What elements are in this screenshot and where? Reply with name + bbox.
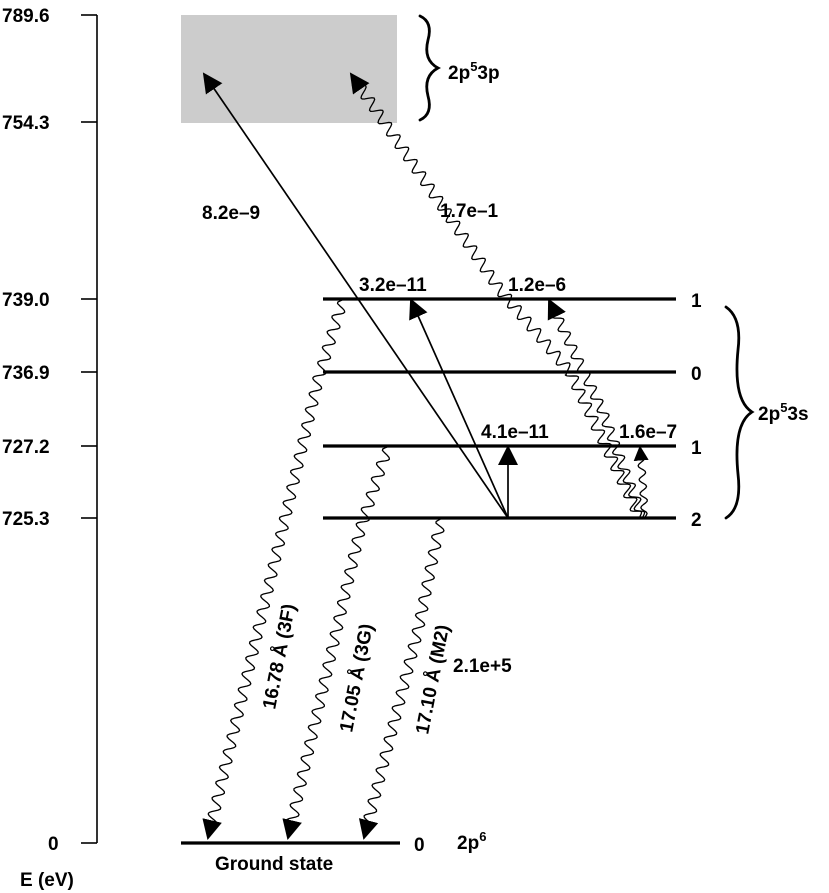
rate-label: 1.6e–7 <box>619 422 677 443</box>
axis-title: E (eV) <box>20 870 74 891</box>
rate-label: 1.2e–6 <box>508 275 566 296</box>
tick-label: 0 <box>48 834 59 855</box>
emission-label-3g: 17.05 Å (3G) <box>336 622 378 734</box>
rate-label: 3.2e–11 <box>359 275 427 296</box>
excitation-arrow-to-3p <box>202 72 509 519</box>
level-739-j-label: 1 <box>691 291 702 312</box>
level-725-j-label: 2 <box>691 510 702 531</box>
tick-label: 789.6 <box>2 6 50 27</box>
level-736-j-label: 0 <box>691 364 702 385</box>
tick-label: 754.3 <box>2 113 50 134</box>
emission-label-3f: 16.78 Å (3F) <box>259 602 300 711</box>
wavy-excitation-to-727 <box>633 445 649 519</box>
tick-label: 739.0 <box>2 290 50 311</box>
tick-label: 736.9 <box>2 363 50 384</box>
2p5-3p-brace <box>418 14 441 122</box>
rate-label: 8.2e–9 <box>202 203 260 224</box>
tick-label: 727.2 <box>2 437 50 458</box>
decay-m2-wavy-arrow <box>358 517 445 840</box>
wavy-excitation-to-3p <box>349 72 643 519</box>
energy-axis: 789.6 754.3 739.0 736.9 727.2 725.3 0 E … <box>2 6 98 891</box>
ground-config-label: 2p6 <box>457 829 486 854</box>
rate-label: 4.1e–11 <box>481 422 549 443</box>
2p5-3s-brace <box>724 305 755 520</box>
rate-label: 2.1e+5 <box>453 656 512 677</box>
decay-3g-wavy-arrow <box>282 445 391 840</box>
ground-state-label: Ground state <box>215 854 333 875</box>
ground-j-label: 0 <box>414 835 425 856</box>
2p5-3s-config-label: 2p53s <box>758 400 809 425</box>
tick-label: 725.3 <box>2 509 50 530</box>
wavy-excitation-to-739 <box>547 298 646 519</box>
excitation-arrow-to-739 <box>409 298 509 519</box>
decay-3f-wavy-arrow <box>202 298 346 840</box>
2p5-3p-band <box>181 15 397 123</box>
rate-label: 1.7e–1 <box>440 201 499 222</box>
level-727-j-label: 1 <box>691 438 702 459</box>
2p5-3p-config-label: 2p53p <box>448 59 500 84</box>
emission-label-m2: 17.10 Å (M2) <box>412 623 454 736</box>
